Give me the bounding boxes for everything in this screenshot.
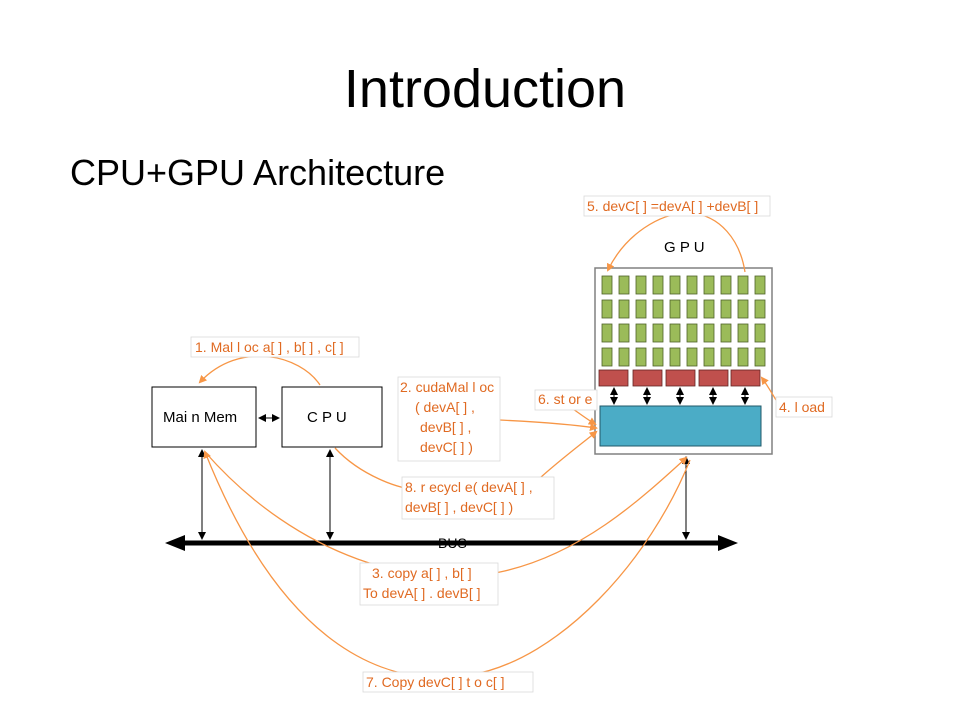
gpu-core-grid [601,275,766,367]
step-6-label: 6. st or e [534,389,598,411]
step-4-label: 4. l oad [775,396,833,418]
step-1-label: 1. Mal l oc a[ ] , b[ ] , c[ ] [190,336,360,358]
cache-memory-links [610,387,749,405]
svg-text:devB[ ] , devC[ ] ): devB[ ] , devC[ ] ) [405,499,513,515]
svg-text:devB[ ] ,: devB[ ] , [420,419,471,435]
svg-text:2. cudaMal l oc: 2. cudaMal l oc [400,379,494,395]
svg-text:To devA[ ] . devB[ ]: To devA[ ] . devB[ ] [363,585,481,601]
bus-connectors [198,449,690,540]
svg-text:5. devC[ ] =devA[ ] +devB[ ]: 5. devC[ ] =devA[ ] +devB[ ] [587,198,758,214]
step-8-label: 8. r ecycl e( devA[ ] , devB[ ] , devC[ … [401,476,555,520]
svg-text:devC[ ] ): devC[ ] ) [420,439,473,455]
svg-text:4. l oad: 4. l oad [779,399,825,415]
step-2-label: 2. cudaMal l oc ( devA[ ] , devB[ ] , de… [397,376,501,462]
svg-text:1. Mal l oc a[ ] , b[ ] , c[: 1. Mal l oc a[ ] , b[ ] , c[ ] [195,339,344,355]
svg-text:3. copy a[ ] , b[ ]: 3. copy a[ ] , b[ ] [372,565,472,581]
cpu-label: C P U [307,409,347,426]
svg-text:6. st or e: 6. st or e [538,391,593,407]
gpu-label: G P U [664,239,705,256]
gpu-cache-row [598,369,761,387]
main-mem-box: Mai n Mem [151,386,257,448]
cpu-box: C P U [281,386,383,448]
slide-title: Introduction [343,59,627,119]
step-7-label: 7. Copy devC[ ] t o c[ ] [362,671,534,693]
slide-subtitle: CPU+GPU Architecture [70,152,446,193]
bus-label: BUS [438,535,467,551]
step-5-label: 5. devC[ ] =devA[ ] +devB[ ] [583,195,771,217]
gpu-memory-block [599,405,762,447]
svg-text:8. r ecycl e( devA[ ] ,: 8. r ecycl e( devA[ ] , [405,479,533,495]
system-bus: BUS [165,535,738,551]
main-mem-label: Mai n Mem [163,409,237,426]
step-3-label: 3. copy a[ ] , b[ ] To devA[ ] . devB[ ] [359,562,499,606]
svg-text:( devA[ ] ,: ( devA[ ] , [415,399,475,415]
svg-text:7. Copy devC[ ] t o c[ ]: 7. Copy devC[ ] t o c[ ] [366,674,505,690]
